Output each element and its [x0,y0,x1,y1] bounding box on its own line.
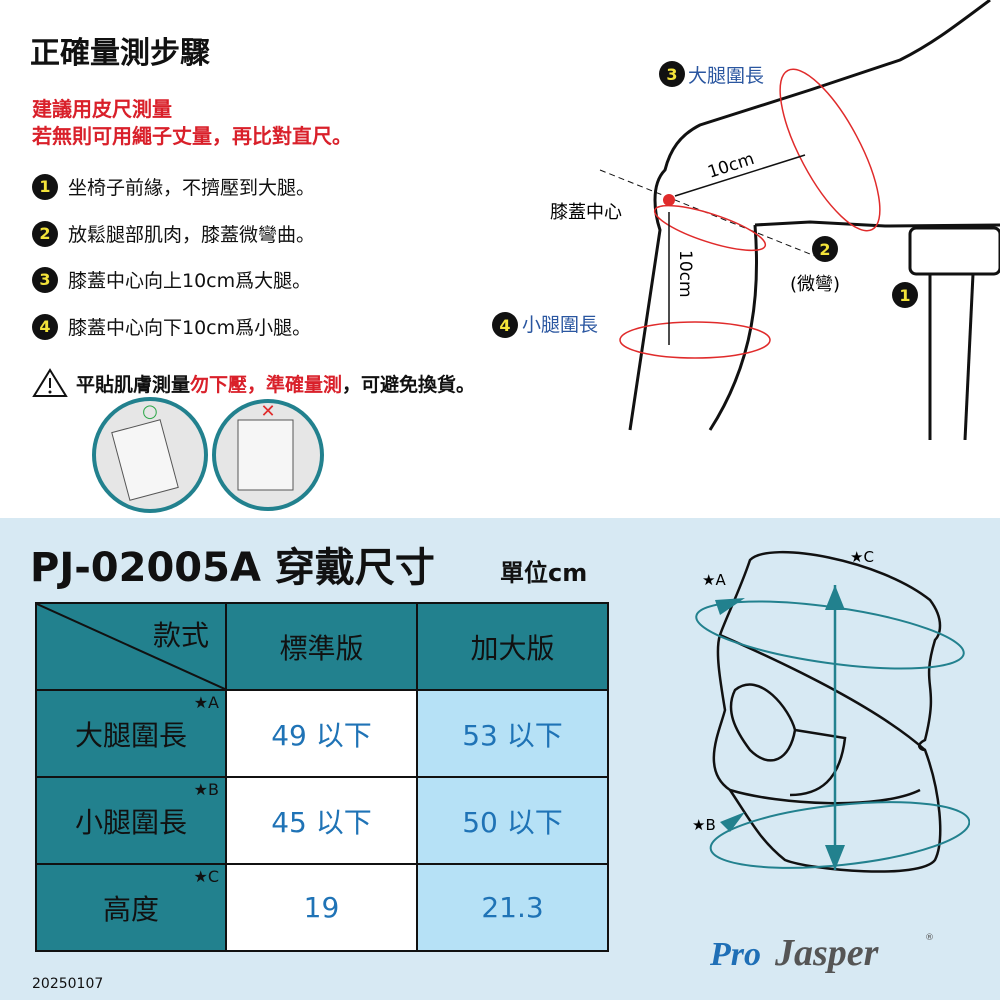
calf-label: 小腿圍長 [522,314,598,336]
correct-mark: ○ [142,401,158,422]
unit-label: 單位cm [500,559,588,587]
row-label: 小腿圍長 [74,805,187,839]
thigh-label: 大腿圍長 [688,65,764,87]
table-header-row: 款式 標準版 加大版 [35,602,609,691]
knee-center-dot [663,194,675,206]
bend-number: 2 [819,240,830,259]
row-label: 大腿圍長 [74,718,187,752]
corner-header-label: 款式 [152,619,209,652]
step-number: 1 [32,173,58,200]
step-text: 坐椅子前緣，不擠壓到大腿。 [68,177,316,199]
svg-text:Pro: Pro [709,936,761,973]
column-header-large: 加大版 [416,602,609,691]
step-number: 4 [32,313,58,340]
step-text: 膝蓋中心向下10cm爲小腿。 [68,317,312,339]
step-number: 2 [32,220,58,247]
projasper-logo: Pro Jasper ® [709,932,934,974]
corner-header: 款式 [35,602,227,691]
table-row: ★A 大腿圍長 49 以下 53 以下 [35,689,609,778]
knee-measurement-illustration: 10cm 10cm 膝蓋中心 3 大腿圍長 4 小腿圍長 2 (微彎) 1 [492,0,1000,440]
row-header: ★C 高度 [35,863,227,952]
chair-number: 1 [899,286,910,305]
distance-down-label: 10cm [675,250,695,298]
warning-emphasis: 勿下壓，準確量測 [190,373,343,396]
large-value: 53 以下 [416,689,609,778]
warning-icon [32,368,68,397]
date-code: 20250107 [32,976,104,992]
row-mark: ★A [193,693,219,712]
mark-a: ★A [702,571,726,589]
warning-text: 平貼肌膚測量 [76,373,191,396]
knee-brace-illustration: ★C ★A ★B [692,548,970,873]
knee-center-label: 膝蓋中心 [550,202,622,223]
table-row: ★B 小腿圍長 45 以下 50 以下 [35,776,609,865]
svg-text:Jasper: Jasper [774,932,880,974]
standard-value: 19 [225,863,418,952]
row-header: ★A 大腿圍長 [35,689,227,778]
step-number: 3 [32,266,58,293]
step-4: 4 膝蓋中心向下10cm爲小腿。 [32,313,311,340]
tape-examples: ○ ✕ [92,397,324,513]
mark-b: ★B [692,816,716,834]
step-1: 1 坐椅子前緣，不擠壓到大腿。 [32,173,315,200]
step-2: 2 放鬆腿部肌肉，膝蓋微彎曲。 [32,220,315,247]
step-3: 3 膝蓋中心向上10cm爲大腿。 [32,266,311,293]
thigh-number: 3 [666,65,677,84]
table-row: ★C 高度 19 21.3 [35,863,609,952]
advice-line-1: 建議用皮尺測量 [32,97,172,121]
row-mark: ★C [193,867,219,886]
svg-text:®: ® [925,933,934,943]
size-table: 款式 標準版 加大版 ★A 大腿圍長 49 以下 53 以下 ★B 小腿圍長 45 … [35,602,609,952]
bend-label: (微彎) [790,274,840,295]
row-header: ★B 小腿圍長 [35,776,227,865]
column-header-standard: 標準版 [225,602,418,691]
standard-value: 49 以下 [225,689,418,778]
mark-c: ★C [850,548,874,566]
row-mark: ★B [193,780,219,799]
step-text: 放鬆腿部肌肉，膝蓋微彎曲。 [68,224,316,246]
calf-number: 4 [499,316,510,335]
warning-note: 平貼肌膚測量勿下壓，準確量測，可避免換貨。 [32,368,475,398]
large-value: 21.3 [416,863,609,952]
advice-line-2: 若無則可用繩子丈量，再比對直尺。 [32,124,352,148]
standard-value: 45 以下 [225,776,418,865]
row-label: 高度 [102,892,159,926]
wrong-mark: ✕ [260,401,275,422]
step-text: 膝蓋中心向上10cm爲大腿。 [68,270,312,292]
guide-title: 正確量測步驟 [30,36,210,71]
size-chart-title: PJ-02005A 穿戴尺寸 [30,545,435,591]
large-value: 50 以下 [416,776,609,865]
warning-text-end: ，可避免換貨。 [342,373,476,396]
